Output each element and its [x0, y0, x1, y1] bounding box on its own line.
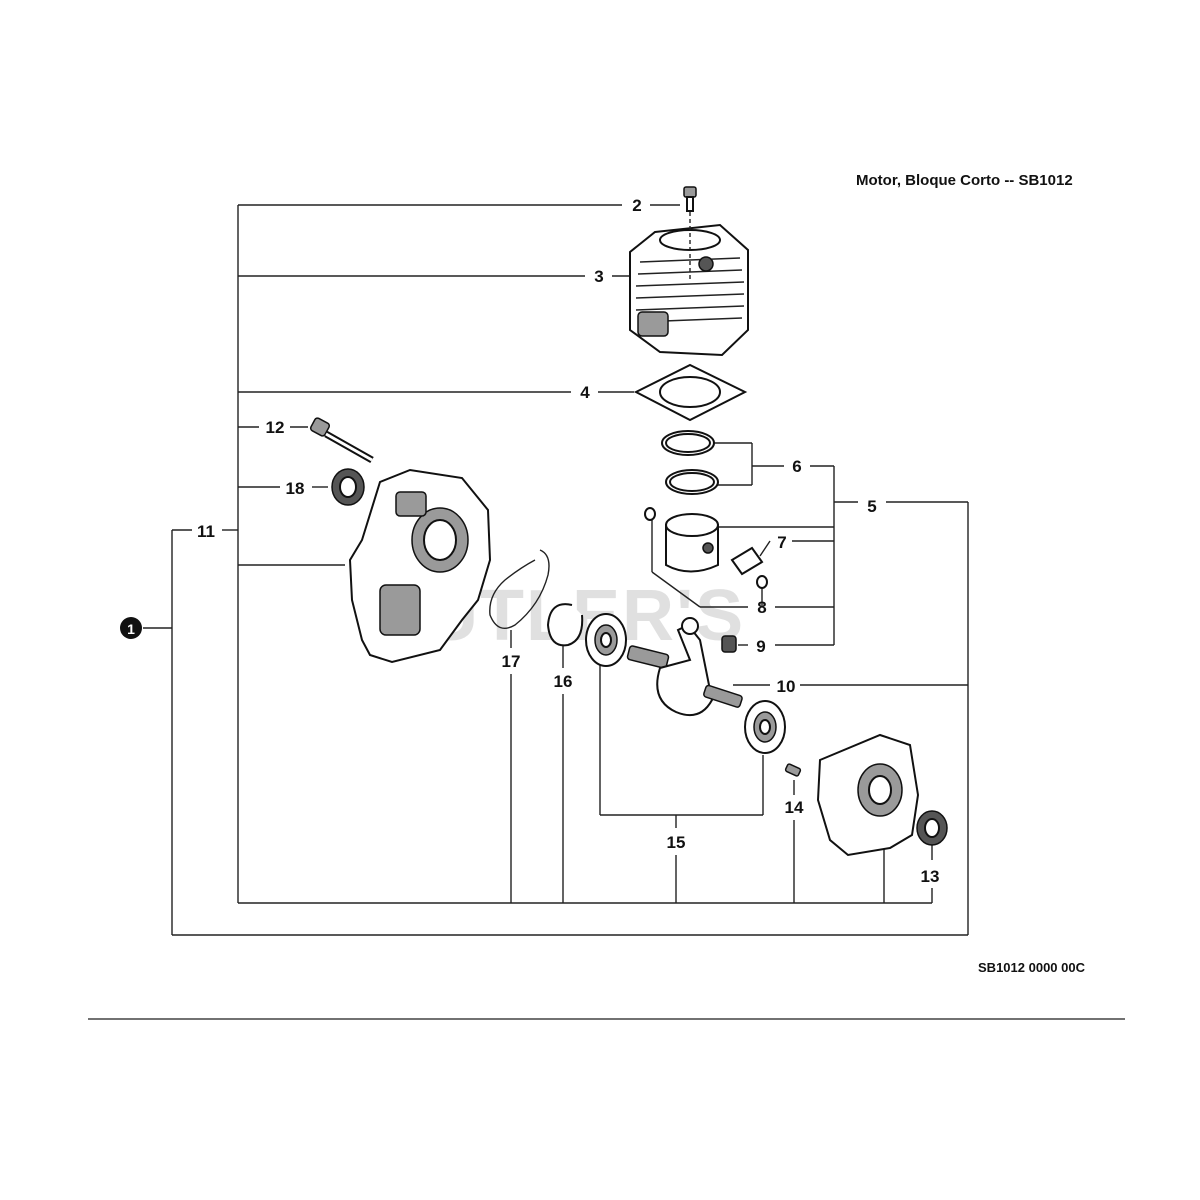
diagram-title: Motor, Bloque Corto -- SB1012: [856, 172, 1073, 189]
part-crankcase-right-half: [816, 733, 920, 857]
callout-15: 15: [667, 833, 686, 852]
part-7-piston: [665, 513, 764, 576]
part-13-oil-seal: [916, 810, 948, 846]
callout-7: 7: [777, 533, 786, 552]
callout-18: 18: [286, 479, 305, 498]
callout-12: 12: [266, 418, 285, 437]
callout-8: 8: [757, 598, 766, 617]
part-17-retainer: [489, 549, 550, 629]
leader-lines: [143, 204, 969, 936]
callout-labels: 2 3 4 5 6 7 8 9 10 11 12 13 14 15 16 17 …: [197, 196, 939, 886]
callout-3: 3: [594, 267, 603, 286]
part-4-gasket: [633, 363, 748, 422]
callout-13: 13: [921, 867, 940, 886]
part-18-oil-seal: [331, 468, 365, 506]
part-10-crankshaft: [626, 617, 743, 716]
drawing-code: SB1012 0000 00C: [978, 960, 1086, 975]
part-15-bearing-right: [744, 700, 786, 754]
callout-9: 9: [756, 637, 765, 656]
callout-11: 11: [197, 522, 215, 541]
part-6-piston-rings: [661, 430, 719, 495]
part-2-bolt: [683, 186, 697, 212]
part-12-bolt: [309, 417, 374, 464]
callout-17: 17: [502, 652, 521, 671]
part-3-cylinder: [629, 212, 749, 357]
callout-5: 5: [867, 497, 876, 516]
callout-6: 6: [792, 457, 801, 476]
part-11-crankcase: [348, 468, 492, 664]
assembly-badge: 1: [120, 617, 142, 639]
part-8-clips: [644, 507, 768, 589]
part-9-needle-bearing: [721, 635, 737, 653]
callout-14: 14: [785, 798, 804, 817]
assembly-badge-label: 1: [127, 621, 135, 637]
callout-16: 16: [554, 672, 573, 691]
callout-2: 2: [632, 196, 641, 215]
part-15-bearing-left: [585, 613, 627, 667]
part-14-dowel-pin: [784, 763, 802, 777]
part-16-snap-ring: [546, 603, 584, 647]
callout-4: 4: [580, 383, 590, 402]
callout-10: 10: [777, 677, 796, 696]
